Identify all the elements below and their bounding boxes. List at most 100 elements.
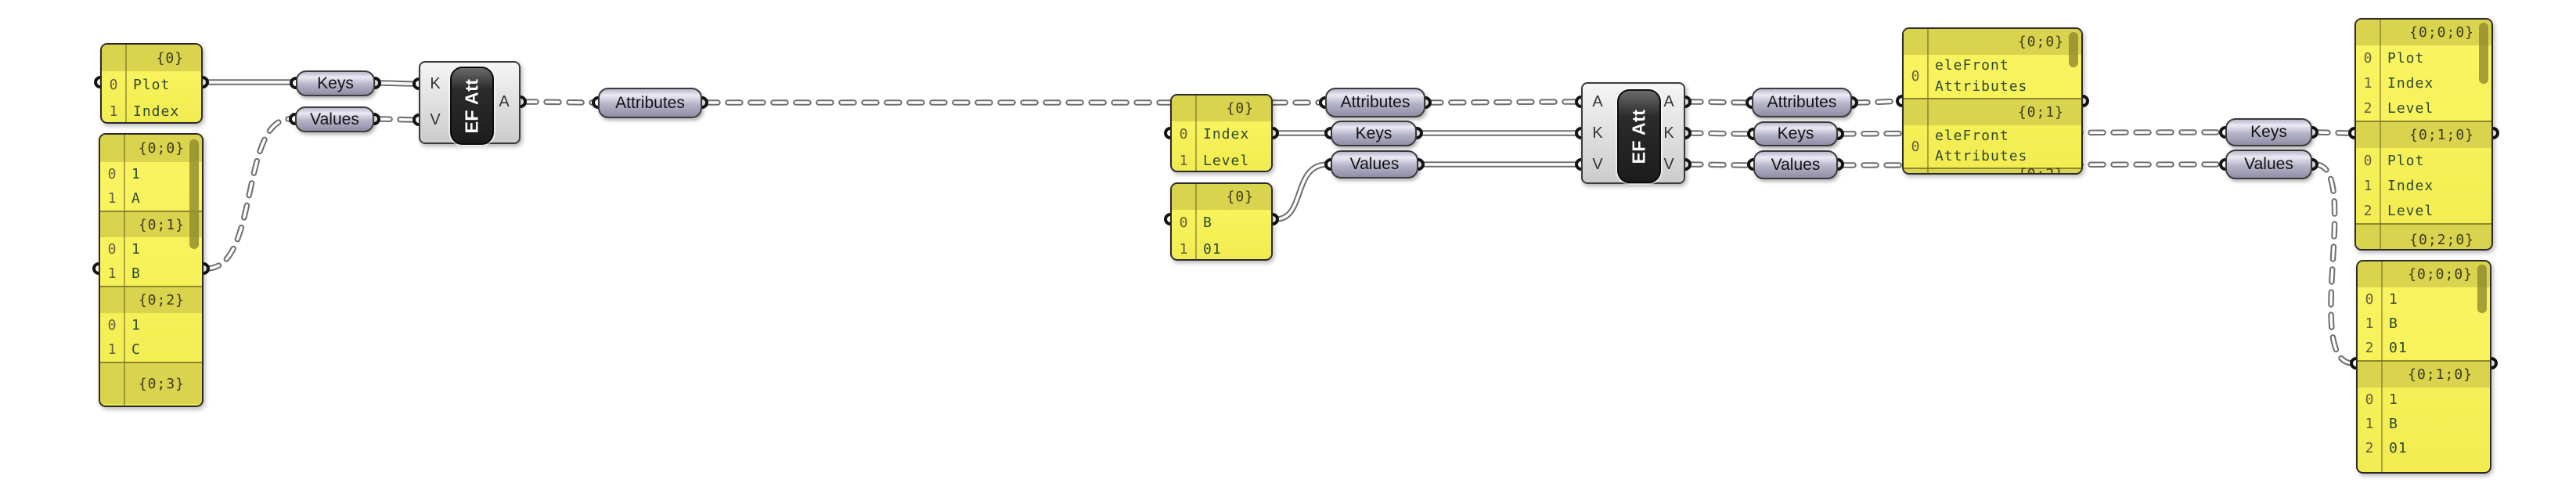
param-keys-3[interactable]: Keys <box>1753 121 1838 146</box>
panel-tree-path-header: {0} <box>1172 96 1271 121</box>
tree-path-label: {0;3} <box>138 375 185 392</box>
row-value: B <box>132 265 141 282</box>
row-index: 0 <box>1179 126 1188 142</box>
param-label: Values <box>1349 155 1400 173</box>
param-label: Values <box>1771 155 1821 174</box>
tree-path-label: {0;0;0} <box>2408 266 2473 283</box>
wire-dashed[interactable] <box>204 116 294 272</box>
port-letter: V <box>430 111 441 128</box>
panel-scrollbar[interactable] <box>2069 32 2078 67</box>
tree-path-label: {0;1} <box>138 216 185 233</box>
port-letter: V <box>1663 156 1674 173</box>
row-index: 0 <box>2365 391 2374 408</box>
param-attributes-1[interactable]: Attributes <box>598 88 702 118</box>
wire-dashed[interactable] <box>521 99 598 106</box>
component-nickname-pill[interactable]: EF Att <box>1617 89 1661 183</box>
param-keys-2[interactable]: Keys <box>1331 121 1417 146</box>
wire-solid[interactable] <box>1275 161 1328 222</box>
row-index: 0 <box>2363 49 2372 67</box>
row-index: 0 <box>2365 291 2374 308</box>
row-value: 1 <box>2389 391 2398 408</box>
tree-path-label: {0;2;0} <box>2409 232 2474 248</box>
row-value: C <box>132 341 141 358</box>
row-index: 1 <box>1179 152 1188 169</box>
port-letter: K <box>1663 124 1674 142</box>
panel-scrollbar[interactable] <box>2479 23 2488 84</box>
row-value: B <box>2389 316 2398 332</box>
tree-path-label: {0} <box>1226 100 1254 117</box>
panel-spacer <box>2358 460 2490 472</box>
wire-dashed[interactable] <box>1852 98 1902 106</box>
param-label: Keys <box>1777 124 1814 142</box>
wire-dashed[interactable] <box>1685 99 1752 106</box>
wire-dashed[interactable] <box>1685 161 1753 168</box>
param-attributes-3[interactable]: Attributes <box>1752 88 1852 117</box>
row-value: Level <box>1203 152 1250 169</box>
tree-path-label: {0;2} <box>2017 166 2064 175</box>
row-value: 1 <box>132 317 141 334</box>
row-index: 2 <box>2365 440 2374 456</box>
wire-dashed[interactable] <box>374 116 419 123</box>
param-keys-1[interactable]: Keys <box>296 70 375 96</box>
param-values-1[interactable]: Values <box>295 106 374 132</box>
row-value: 1 <box>2389 291 2398 308</box>
param-values-3[interactable]: Values <box>1753 150 1838 179</box>
panel-tree-path-header: {0;2} <box>100 286 202 313</box>
component-nickname-pill[interactable]: EF Att <box>450 67 494 145</box>
port-letter: K <box>430 75 441 92</box>
param-values-4[interactable]: Values <box>2225 150 2312 179</box>
panel-tree-path-header: {0;1;0} <box>2356 121 2491 148</box>
wire-dashed[interactable] <box>2312 161 2356 366</box>
param-label: Keys <box>317 74 354 92</box>
wire-dashed[interactable] <box>2312 129 2354 136</box>
param-label: Values <box>310 110 359 128</box>
row-index: 1 <box>2365 316 2374 332</box>
panel-scrollbar[interactable] <box>2477 265 2487 313</box>
row-value: Level <box>2387 99 2434 117</box>
row-index: 1 <box>2365 416 2374 432</box>
panel-spacer <box>100 404 202 406</box>
tree-path-label: {0;2} <box>138 292 185 308</box>
row-value: 1 <box>132 166 141 182</box>
wire-dashed[interactable] <box>1425 99 1581 106</box>
param-attributes-2[interactable]: Attributes <box>1325 88 1425 117</box>
wire-solid[interactable] <box>377 80 416 87</box>
row-index: 1 <box>1179 240 1188 258</box>
row-index: 0 <box>1911 138 1920 155</box>
panel-tree-path-header: {0;1} <box>100 211 202 237</box>
row-value: B <box>1203 215 1212 231</box>
param-values-2[interactable]: Values <box>1331 150 1418 178</box>
row-index: 0 <box>107 241 117 258</box>
param-keys-4[interactable]: Keys <box>2225 118 2312 146</box>
panel-scrollbar[interactable] <box>189 139 199 249</box>
row-index: 1 <box>2363 177 2372 194</box>
row-index: 1 <box>107 341 117 358</box>
wire-dashed[interactable] <box>1685 130 1753 137</box>
row-value: Plot <box>2387 152 2425 169</box>
panel-tree-path-header: {0;0} <box>100 135 202 162</box>
row-index: 1 <box>107 265 117 282</box>
panel-tree-path-header: {0;0;0} <box>2356 20 2491 45</box>
